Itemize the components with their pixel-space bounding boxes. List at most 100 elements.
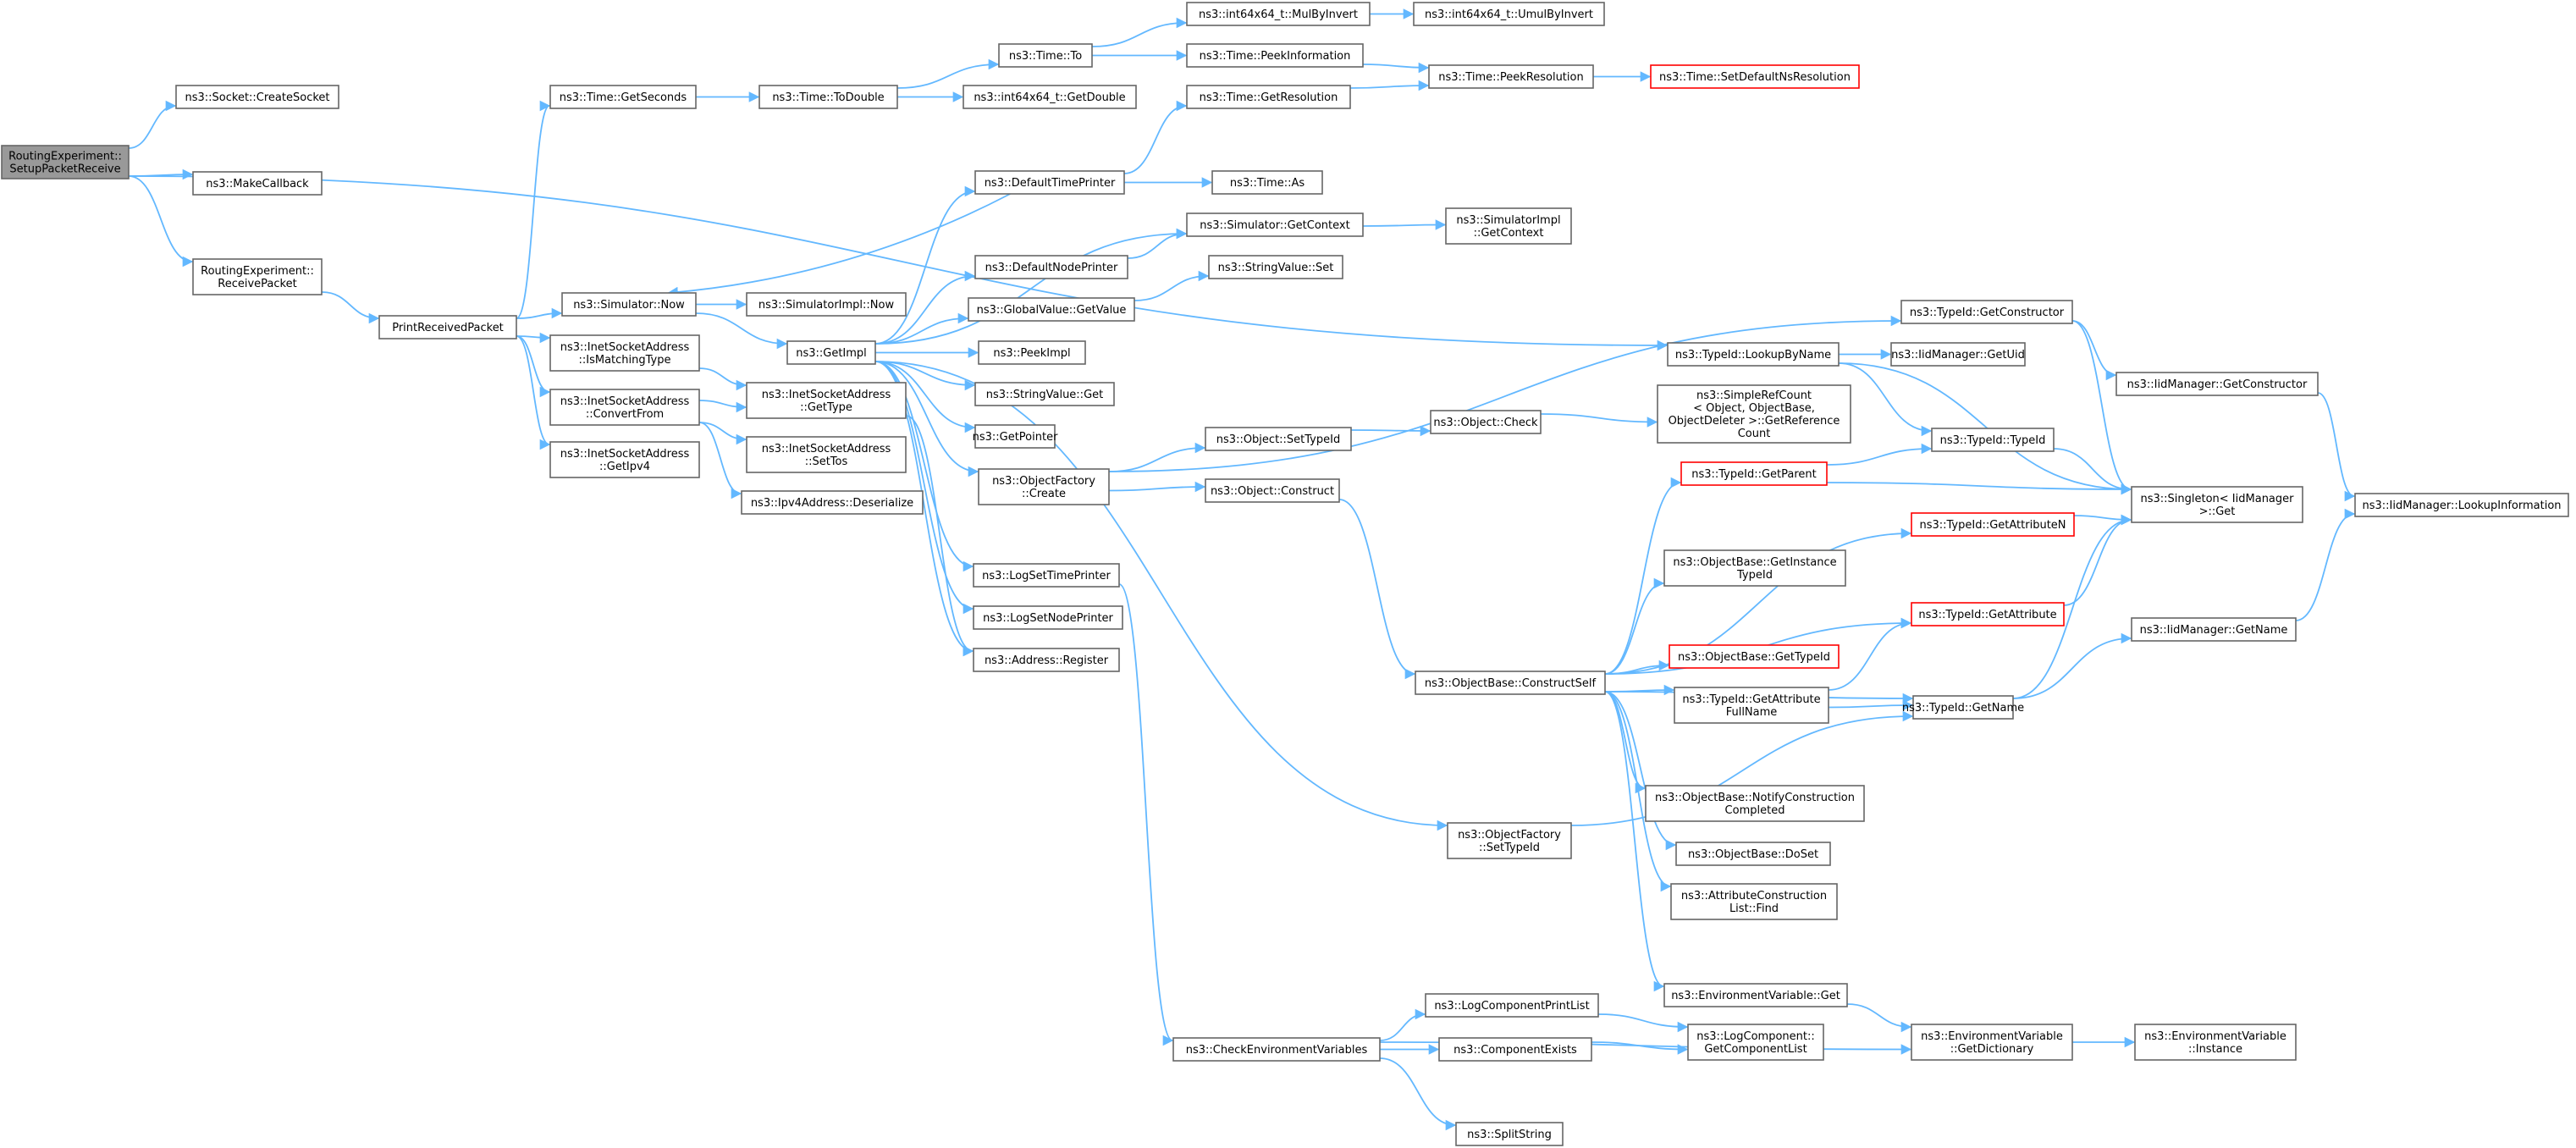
node-ns3-time-peekinformation[interactable]: ns3::Time::PeekInformation: [1186, 43, 1364, 68]
node-ns3-time-setdefaultnsresolution[interactable]: ns3::Time::SetDefaultNsResolution: [1650, 64, 1860, 89]
node-ns3-objectfactory-settypeid[interactable]: ns3::ObjectFactory::SetTypeId: [1447, 822, 1572, 859]
node-ns3-objectbase-gettypeid[interactable]: ns3::ObjectBase::GetTypeId: [1669, 644, 1840, 669]
node-ns3-typeid-lookupbyname[interactable]: ns3::TypeId::LookupByName: [1667, 342, 1840, 367]
node-ns3-time-as[interactable]: ns3::Time::As: [1211, 170, 1323, 195]
node-ns3-logsetnodeprinter[interactable]: ns3::LogSetNodePrinter: [973, 605, 1123, 630]
node-ns3-simulator-now[interactable]: ns3::Simulator::Now: [561, 292, 697, 317]
node-ns3-inetsocketaddress-gettype[interactable]: ns3::InetSocketAddress::GetType: [746, 382, 907, 419]
node-ns3-simulatorimpl-now[interactable]: ns3::SimulatorImpl::Now: [746, 292, 907, 317]
node-ns3-defaultnodeprinter[interactable]: ns3::DefaultNodePrinter: [974, 255, 1128, 279]
node-label: ns3::int64x64_t::UmulByInvert: [1425, 8, 1593, 21]
node-ns3-typeid-getattributen[interactable]: ns3::TypeId::GetAttributeN: [1911, 512, 2075, 537]
node-ns3-getimpl[interactable]: ns3::GetImpl: [786, 340, 876, 365]
node-box: [192, 171, 323, 196]
node-ns3-iidmanager-getconstructor[interactable]: ns3::IidManager::GetConstructor: [2115, 372, 2319, 396]
node-ns3-objectbase-constructself[interactable]: ns3::ObjectBase::ConstructSelf: [1415, 671, 1606, 695]
node-ns3-simulatorimpl-getcontext[interactable]: ns3::SimulatorImpl::GetContext: [1445, 207, 1572, 245]
node-box: [974, 255, 1128, 279]
node-label: ReceivePacket: [218, 278, 296, 290]
node-ns3-iidmanager-getname[interactable]: ns3::IidManager::GetName: [2131, 617, 2297, 642]
node-ns3-iidmanager-getuid[interactable]: ns3::IidManager::GetUid: [1890, 342, 2026, 367]
node-ns3-makecallback[interactable]: ns3::MakeCallback: [192, 171, 323, 196]
node-label: PrintReceivedPacket: [392, 322, 504, 334]
node-ns3-inetsocketaddress-ismatchingtype[interactable]: ns3::InetSocketAddress::IsMatchingType: [549, 334, 700, 372]
node-ns3-singleton-iidmanager-get[interactable]: ns3::Singleton< IidManager>::Get: [2131, 486, 2303, 523]
node-ns3-time-peekresolution[interactable]: ns3::Time::PeekResolution: [1428, 64, 1594, 89]
node-ns3-logsettimeprinter[interactable]: ns3::LogSetTimePrinter: [973, 563, 1120, 588]
node-ns3-time-getseconds[interactable]: ns3::Time::GetSeconds: [549, 85, 697, 109]
node-ns3-typeid-getattribute[interactable]: ns3::TypeId::GetAttribute: [1911, 602, 2065, 626]
node-box: [963, 85, 1137, 109]
node-ns3-splitstring[interactable]: ns3::SplitString: [1455, 1122, 1564, 1146]
node-box: [192, 258, 323, 295]
node-ns3-object-check[interactable]: ns3::Object::Check: [1430, 410, 1542, 434]
node-box: [974, 424, 1056, 449]
node-label: ns3::LogComponent::: [1696, 1030, 1815, 1043]
node-ns3-object-construct[interactable]: ns3::Object::Construct: [1205, 478, 1340, 503]
node-label: ns3::Time::ToDouble: [772, 91, 884, 104]
edge-ns3-inetsocketaddress-convertfrom-to-ns3-inetsocketaddress-gettype: [698, 400, 747, 413]
node-label: ns3::Address::Register: [985, 654, 1109, 667]
node-ns3-simulator-getcontext[interactable]: ns3::Simulator::GetContext: [1186, 212, 1364, 237]
node-ns3-peekimpl[interactable]: ns3::PeekImpl: [978, 340, 1086, 365]
edge-routingexperiment-receivepacket-to-printreceivedpacket: [321, 291, 380, 324]
node-ns3-typeid-getparent[interactable]: ns3::TypeId::GetParent: [1680, 461, 1828, 486]
node-label: ns3::ComponentExists: [1453, 1044, 1577, 1057]
node-label: ns3::Time::PeekResolution: [1438, 71, 1583, 84]
node-ns3-typeid-typeid[interactable]: ns3::TypeId::TypeId: [1931, 428, 2055, 452]
node-ns3-ipv4address-deserialize[interactable]: ns3::Ipv4Address::Deserialize: [741, 490, 924, 515]
node-ns3-defaulttimeprinter[interactable]: ns3::DefaultTimePrinter: [974, 170, 1125, 195]
node-ns3-typeid-getname[interactable]: ns3::TypeId::GetName: [1902, 695, 2024, 720]
node-ns3-object-settypeid[interactable]: ns3::Object::SetTypeId: [1205, 427, 1352, 451]
node-ns3-int64x64-t-getdouble[interactable]: ns3::int64x64_t::GetDouble: [963, 85, 1137, 109]
node-ns3-address-register[interactable]: ns3::Address::Register: [973, 648, 1120, 672]
node-label: ns3::StringValue::Get: [986, 389, 1103, 401]
node-ns3-inetsocketaddress-convertfrom[interactable]: ns3::InetSocketAddress::ConvertFrom: [549, 389, 700, 426]
node-label: ns3::GlobalValue::GetValue: [977, 304, 1127, 317]
node-box: [1670, 883, 1838, 920]
node-ns3-objectfactory-create[interactable]: ns3::ObjectFactory::Create: [978, 468, 1110, 505]
node-routingexperiment-receivepacket[interactable]: RoutingExperiment::ReceivePacket: [192, 258, 323, 295]
node-ns3-time-getresolution[interactable]: ns3::Time::GetResolution: [1186, 85, 1351, 109]
node-ns3-environmentvariable-instance[interactable]: ns3::EnvironmentVariable::Instance: [2134, 1024, 2297, 1061]
node-label: ns3::EnvironmentVariable::Get: [1671, 990, 1840, 1002]
node-ns3-stringvalue-get[interactable]: ns3::StringValue::Get: [974, 382, 1115, 406]
node-box: [378, 315, 517, 339]
node-ns3-int64x64-t-mulbyinvert[interactable]: ns3::int64x64_t::MulByInvert: [1186, 2, 1371, 26]
node-ns3-time-to[interactable]: ns3::Time::To: [998, 43, 1093, 68]
node-label: ns3::GetPointer: [973, 431, 1058, 444]
edge-ns3-typeid-getparent-to-ns3-typeid-typeid: [1826, 443, 1933, 466]
node-ns3-environmentvariable-getdictionary[interactable]: ns3::EnvironmentVariable::GetDictionary: [1911, 1024, 2073, 1061]
edge-ns3-typeid-getname-to-ns3-iidmanager-getname: [2012, 632, 2132, 699]
node-label: ::Create: [1022, 488, 1066, 500]
node-ns3-int64x64-t-umulbyinvert[interactable]: ns3::int64x64_t::UmulByInvert: [1413, 2, 1605, 26]
node-ns3-getpointer[interactable]: ns3::GetPointer: [973, 424, 1058, 449]
node-ns3-componentexists[interactable]: ns3::ComponentExists: [1438, 1037, 1592, 1062]
node-box: [746, 292, 907, 317]
node-ns3-logcomponentprintlist[interactable]: ns3::LogComponentPrintList: [1425, 993, 1599, 1018]
node-ns3-stringvalue-set[interactable]: ns3::StringValue::Set: [1208, 255, 1343, 279]
node-ns3-environmentvariable-get[interactable]: ns3::EnvironmentVariable::Get: [1663, 983, 1848, 1007]
node-printreceivedpacket[interactable]: PrintReceivedPacket: [378, 315, 517, 339]
node-ns3-iidmanager-lookupinformation[interactable]: ns3::IidManager::LookupInformation: [2354, 493, 2569, 517]
node-ns3-typeid-getconstructor[interactable]: ns3::TypeId::GetConstructor: [1900, 300, 2073, 324]
node-ns3-inetsocketaddress-settos[interactable]: ns3::InetSocketAddress::SetTos: [746, 436, 907, 473]
node-ns3-logcomponent-getcomponentlist[interactable]: ns3::LogComponent::GetComponentList: [1687, 1024, 1824, 1061]
node-box: [974, 382, 1115, 406]
node-ns3-globalvalue-getvalue[interactable]: ns3::GlobalValue::GetValue: [968, 297, 1135, 322]
node-ns3-inetsocketaddress-getipv4[interactable]: ns3::InetSocketAddress::GetIpv4: [549, 441, 700, 478]
node-ns3-objectbase-notifyconstruction-completed[interactable]: ns3::ObjectBase::NotifyConstructionCompl…: [1645, 785, 1865, 822]
node-ns3-time-todouble[interactable]: ns3::Time::ToDouble: [758, 85, 898, 109]
node-ns3-simplerefcount-object-objectbase-objectdeleter-getreference-count[interactable]: ns3::SimpleRefCount< Object, ObjectBase,…: [1657, 384, 1851, 444]
node-ns3-objectbase-doset[interactable]: ns3::ObjectBase::DoSet: [1675, 842, 1831, 866]
node-ns3-checkenvironmentvariables[interactable]: ns3::CheckEnvironmentVariables: [1172, 1037, 1381, 1062]
edge-ns3-objectbase-constructself-to-ns3-objectbase-doset: [1604, 691, 1677, 851]
node-routingexperiment-setuppacketreceive[interactable]: RoutingExperiment::SetupPacketReceive: [1, 145, 130, 179]
node-ns3-socket-createsocket[interactable]: ns3::Socket::CreateSocket: [175, 85, 339, 109]
node-label: Count: [1738, 428, 1771, 440]
node-label: ::Instance: [2188, 1043, 2242, 1056]
node-box: [1208, 255, 1343, 279]
